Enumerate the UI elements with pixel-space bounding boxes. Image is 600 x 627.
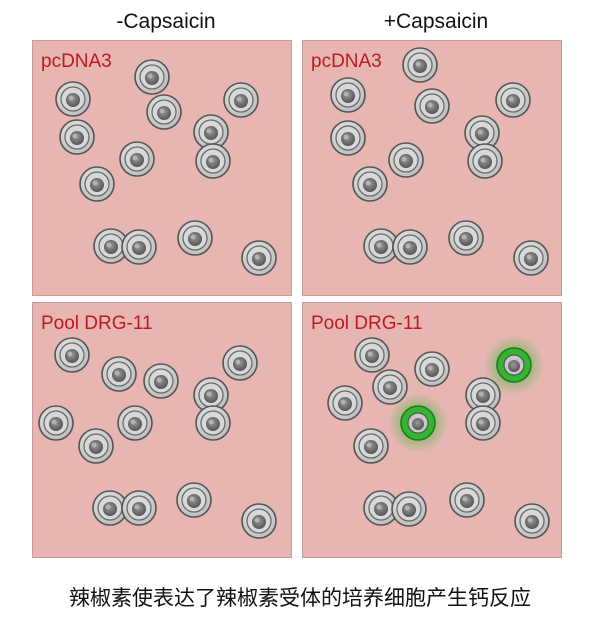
cell xyxy=(177,220,213,256)
cell xyxy=(92,490,128,526)
cell xyxy=(354,337,390,373)
cell xyxy=(117,405,153,441)
cell xyxy=(193,377,229,413)
responding-cell xyxy=(484,335,544,395)
cell xyxy=(55,81,91,117)
cell xyxy=(79,166,115,202)
cell xyxy=(513,240,549,276)
cells-group xyxy=(38,337,277,539)
cell xyxy=(134,59,170,95)
column-header-plus-capsaicin: +Capsaicin xyxy=(383,10,489,33)
cell xyxy=(392,229,428,265)
cell xyxy=(465,405,501,441)
cell xyxy=(465,377,501,413)
cell xyxy=(352,166,388,202)
cell xyxy=(38,405,74,441)
panel-label: Pool DRG-11 xyxy=(41,313,153,334)
cell xyxy=(59,119,95,155)
cell xyxy=(223,82,259,118)
responding-cell xyxy=(388,393,448,453)
panel-pcdna3-plus: pcDNA3 xyxy=(302,40,562,296)
cell xyxy=(363,228,399,264)
cell xyxy=(193,114,229,150)
cell xyxy=(121,229,157,265)
cell xyxy=(119,141,155,177)
cell xyxy=(195,405,231,441)
panel-pcdna3-minus: pcDNA3 xyxy=(32,40,292,296)
cell xyxy=(195,143,231,179)
cells-group xyxy=(55,59,277,276)
cell xyxy=(101,356,137,392)
cells-group xyxy=(330,47,549,276)
panel-drg11-minus: Pool DRG-11 xyxy=(32,302,292,558)
cell xyxy=(327,385,363,421)
cell xyxy=(353,428,389,464)
cell xyxy=(176,482,212,518)
panel-label: Pool DRG-11 xyxy=(311,313,423,334)
cell xyxy=(467,143,503,179)
cell xyxy=(464,115,500,151)
cell xyxy=(54,337,90,373)
cell xyxy=(449,482,485,518)
cell xyxy=(402,47,438,83)
cell xyxy=(514,503,550,539)
cell xyxy=(143,363,179,399)
cell xyxy=(241,240,277,276)
cell xyxy=(330,77,366,113)
cell xyxy=(146,94,182,130)
cell xyxy=(414,351,450,387)
cells-group xyxy=(327,335,550,539)
figure-caption: 辣椒素使表达了辣椒素受体的培养细胞产生钙反应 xyxy=(69,586,531,610)
cell xyxy=(448,220,484,256)
cell xyxy=(78,428,114,464)
cell xyxy=(330,120,366,156)
cell xyxy=(121,490,157,526)
cell xyxy=(388,142,424,178)
panel-label: pcDNA3 xyxy=(41,51,112,72)
cell xyxy=(372,369,408,405)
cell xyxy=(241,503,277,539)
cell xyxy=(222,345,258,381)
cell xyxy=(495,82,531,118)
cell xyxy=(391,491,427,527)
cell xyxy=(414,88,450,124)
panel-drg11-plus: Pool DRG-11 xyxy=(302,302,562,558)
panel-label: pcDNA3 xyxy=(311,51,382,72)
column-header-minus-capsaicin: -Capsaicin xyxy=(116,10,216,33)
